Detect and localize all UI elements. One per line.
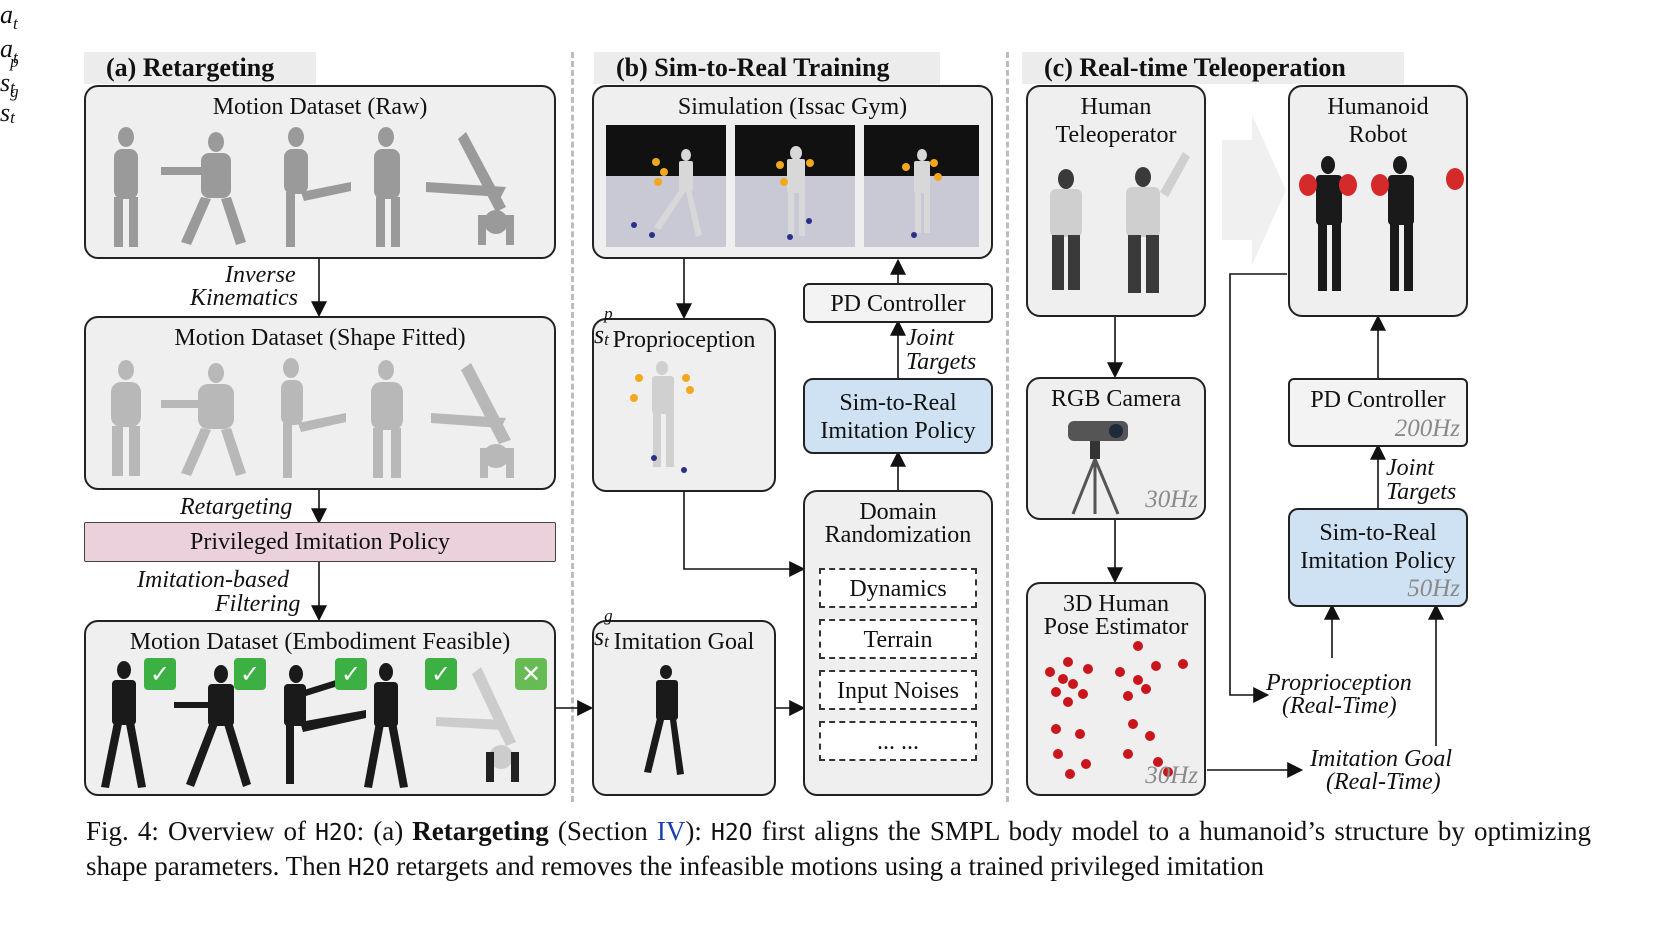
sim-to-real-policy-frequency: 50Hz <box>1407 575 1460 602</box>
domain-randomization-label-1: Domain <box>859 499 937 525</box>
feasible-check-3: ✓ <box>335 658 367 690</box>
imitation-goal-robot <box>644 665 684 775</box>
edge-label-retargeting: Retargeting <box>180 494 293 520</box>
figure-caption: Fig. 4: Overview of H2O: (a) Retargeting… <box>86 815 1591 885</box>
sim-to-real-policy-box-b: Sim-to-Real Imitation Policy <box>803 378 993 454</box>
privileged-imitation-policy-label: Privileged Imitation Policy <box>190 529 450 555</box>
action-symbol-b: at <box>0 0 18 34</box>
proprioception-label: Proprioception <box>612 327 756 353</box>
caption-method-name: H2O <box>315 820 357 846</box>
human-teleoperator-photo <box>1050 152 1190 293</box>
rgb-camera-label: RGB Camera <box>1051 386 1181 412</box>
pose-estimator-box: 3D Human Pose Estimator 30Hz <box>1026 582 1206 796</box>
dr-item-terrain: Terrain <box>819 619 977 659</box>
pose-keypoints <box>1045 641 1188 779</box>
proprioception-realtime-label-2: (Real-Time) <box>1282 693 1397 719</box>
humanoid-robot-photo <box>1299 156 1464 291</box>
section-title-retargeting: (a) Retargeting <box>84 52 316 84</box>
section-title-sim-to-real: (b) Sim-to-Real Training <box>594 52 940 84</box>
pd-controller-box-c: PD Controller 200Hz <box>1288 378 1468 447</box>
raw-figures <box>114 127 514 247</box>
simulation-label: Simulation (Issac Gym) <box>677 94 908 120</box>
human-teleoperator-box: Human Teleoperator <box>1026 85 1206 317</box>
proprioception-robot <box>630 361 694 473</box>
edge-label-filtering-1: Imitation-based <box>137 567 289 593</box>
caption-method-name-2: H2O <box>710 820 753 846</box>
feasible-check-1: ✓ <box>144 658 176 690</box>
pd-controller-box-b: PD Controller <box>803 283 993 323</box>
joint-targets-label-b-1: Joint <box>906 325 954 351</box>
sim-to-real-policy-label-b-1: Sim-to-Real <box>839 390 957 416</box>
pose-estimator-label-2: Pose Estimator <box>1043 614 1189 640</box>
motion-dataset-shape-fitted-label: Motion Dataset (Shape Fitted) <box>174 325 466 351</box>
caption-method-name-3: H2O <box>347 855 390 881</box>
separator-a-b <box>571 52 574 802</box>
proprioception-realtime-label-1: Proprioception <box>1266 670 1412 696</box>
sim-to-real-policy-label-b-2: Imitation Policy <box>820 418 976 444</box>
sim-robots <box>631 146 942 240</box>
edge-label-filtering-2: Filtering <box>215 591 301 617</box>
caption-prefix: Fig. 4: Overview of <box>86 816 316 846</box>
feasible-robot-figures <box>101 661 519 788</box>
dr-item-dynamics: Dynamics <box>819 568 977 608</box>
rgb-camera-image <box>1068 421 1128 515</box>
joint-targets-label-c-1: Joint <box>1386 455 1434 481</box>
caption-section-link[interactable]: IV <box>656 816 686 846</box>
imitation-goal-realtime-label-1: Imitation Goal <box>1310 746 1452 772</box>
joint-targets-label-b-2: Targets <box>906 349 977 375</box>
caption-bold-term: Retargeting <box>412 816 549 846</box>
dr-item-more: ... ... <box>819 721 977 761</box>
fitted-figures <box>111 358 514 478</box>
pose-estimator-label-1: 3D Human <box>1063 591 1169 617</box>
caption-text-4: first aligns the SMPL body model to a hu… <box>86 816 1592 881</box>
motion-dataset-feasible-box: Motion Dataset (Embodiment Feasible) ✓ ✓… <box>84 620 556 796</box>
pd-controller-label-c: PD Controller <box>1310 387 1446 413</box>
action-symbol-c: at <box>0 34 18 68</box>
sim-to-real-policy-box-c: Sim-to-Real Imitation Policy 50Hz <box>1288 508 1468 607</box>
privileged-imitation-policy-box: Privileged Imitation Policy <box>84 522 556 562</box>
humanoid-robot-label-2: Robot <box>1348 122 1408 148</box>
human-teleoperator-label-1: Human <box>1080 94 1152 120</box>
infeasible-cross: ✕ <box>515 658 547 690</box>
feasible-check-2: ✓ <box>234 658 266 690</box>
caption-text-5: retargets and removes the infeasible mot… <box>389 851 1264 881</box>
imitation-goal-realtime-label-2: (Real-Time) <box>1326 769 1441 795</box>
pd-controller-label-b: PD Controller <box>830 291 966 317</box>
caption-text-2: (Section <box>548 816 657 846</box>
feasible-check-4: ✓ <box>425 658 457 690</box>
edge-label-ik-2: Kinematics <box>190 285 298 311</box>
motion-dataset-raw-label: Motion Dataset (Raw) <box>212 94 428 120</box>
pose-estimator-frequency: 30Hz <box>1145 762 1198 789</box>
rgb-camera-frequency: 30Hz <box>1145 486 1198 513</box>
sim-to-real-policy-label-c-2: Imitation Policy <box>1300 548 1456 574</box>
dr-item-input-noises: Input Noises <box>819 670 977 710</box>
sim-to-real-policy-label-c-1: Sim-to-Real <box>1319 520 1437 546</box>
separator-b-c <box>1006 52 1009 802</box>
edge-label-ik-1: Inverse <box>225 262 296 288</box>
humanoid-robot-box: Humanoid Robot <box>1288 85 1468 317</box>
motion-dataset-shape-fitted-box: Motion Dataset (Shape Fitted) <box>84 316 556 490</box>
section-title-teleoperation: (c) Real-time Teleoperation <box>1022 52 1404 84</box>
simulation-box: Simulation (Issac Gym) <box>592 85 993 259</box>
domain-randomization-label-2: Randomization <box>824 522 972 548</box>
joint-targets-label-c-2: Targets <box>1386 479 1457 505</box>
domain-randomization-box: Domain Randomization Dynamics Terrain In… <box>803 490 993 796</box>
pd-controller-frequency: 200Hz <box>1394 415 1460 442</box>
caption-text-3: ): <box>685 816 711 846</box>
imitation-goal-label: Imitation Goal <box>613 629 755 655</box>
motion-dataset-feasible-label: Motion Dataset (Embodiment Feasible) <box>129 629 511 655</box>
human-teleoperator-label-2: Teleoperator <box>1055 122 1177 148</box>
rgb-camera-box: RGB Camera 30Hz <box>1026 377 1206 520</box>
motion-dataset-raw-box: Motion Dataset (Raw) <box>84 85 556 259</box>
humanoid-robot-label-1: Humanoid <box>1327 94 1429 120</box>
caption-text-1: : (a) <box>356 816 413 846</box>
